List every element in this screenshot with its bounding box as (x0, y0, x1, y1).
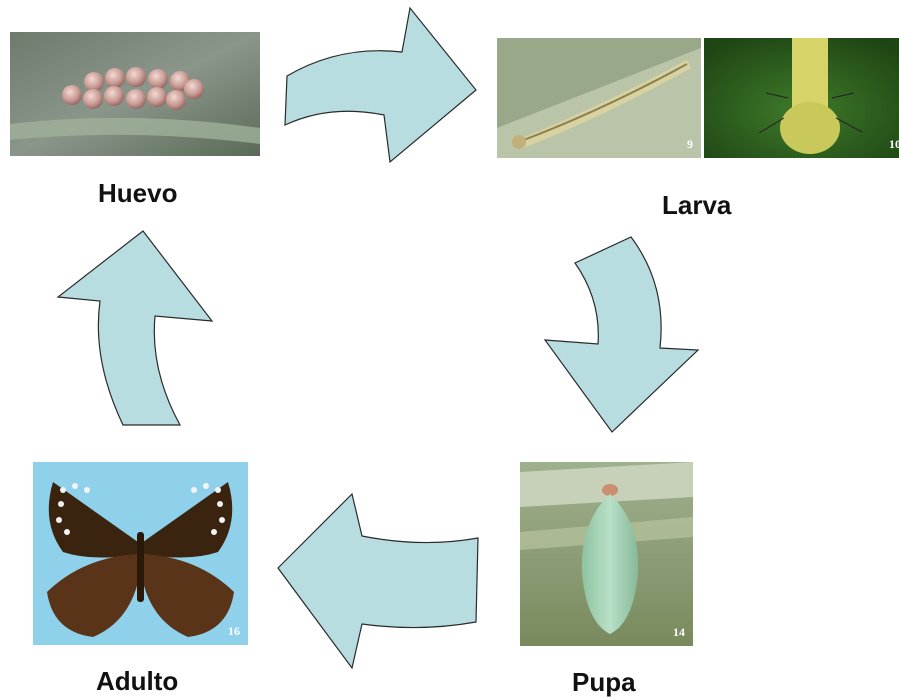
egg-cluster-photo (10, 32, 260, 156)
butterfly-photo: 16 (33, 462, 248, 645)
curved-arrow-icon-adult-to-egg (58, 231, 212, 425)
stage-label-larva: Larva (662, 190, 731, 221)
plate-number-larva-head: 10 (889, 137, 899, 152)
curved-arrow-icon-larva-to-pupa (545, 237, 698, 432)
plate-number-larva-side: 9 (687, 137, 693, 152)
caterpillar-photo-side: 9 (497, 38, 701, 158)
stage-label-adult: Adulto (96, 666, 178, 697)
chrysalis-photo: 14 (520, 462, 693, 646)
stage-label-egg: Huevo (98, 178, 177, 209)
curved-arrow-icon-egg-to-larva (285, 8, 476, 162)
caterpillar-photo-head: 10 (704, 38, 899, 158)
plate-number-adult: 16 (228, 624, 240, 639)
plate-number-pupa: 14 (673, 625, 685, 640)
stage-label-pupa: Pupa (572, 667, 636, 698)
curved-arrow-icon-pupa-to-adult (278, 494, 478, 668)
